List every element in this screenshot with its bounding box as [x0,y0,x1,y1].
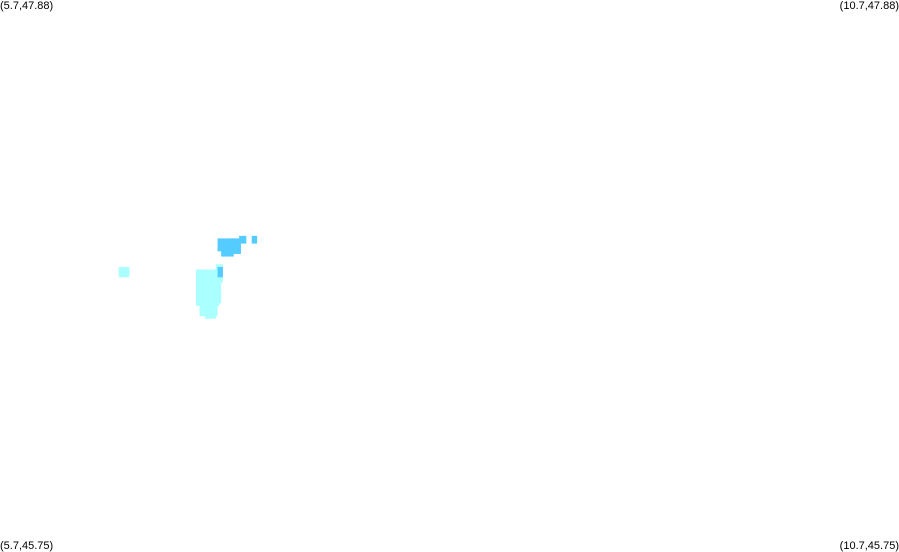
map-cell [221,248,234,257]
map-cluster [118,266,130,278]
corner-label-top-left: (5.7,47.88) [0,0,54,12]
map-cell [217,266,223,278]
map-cell [251,235,258,244]
map-cell [239,235,247,244]
map-cluster [217,235,258,278]
map-cell [204,300,216,319]
map-cell [212,274,222,304]
corner-label-top-right: (10.7,47.88) [839,0,899,12]
corner-label-bottom-left: (5.7,45.75) [0,540,54,552]
map-cell [228,238,241,254]
corner-label-bottom-right: (10.7,45.75) [839,540,899,552]
map-cell [118,266,130,278]
